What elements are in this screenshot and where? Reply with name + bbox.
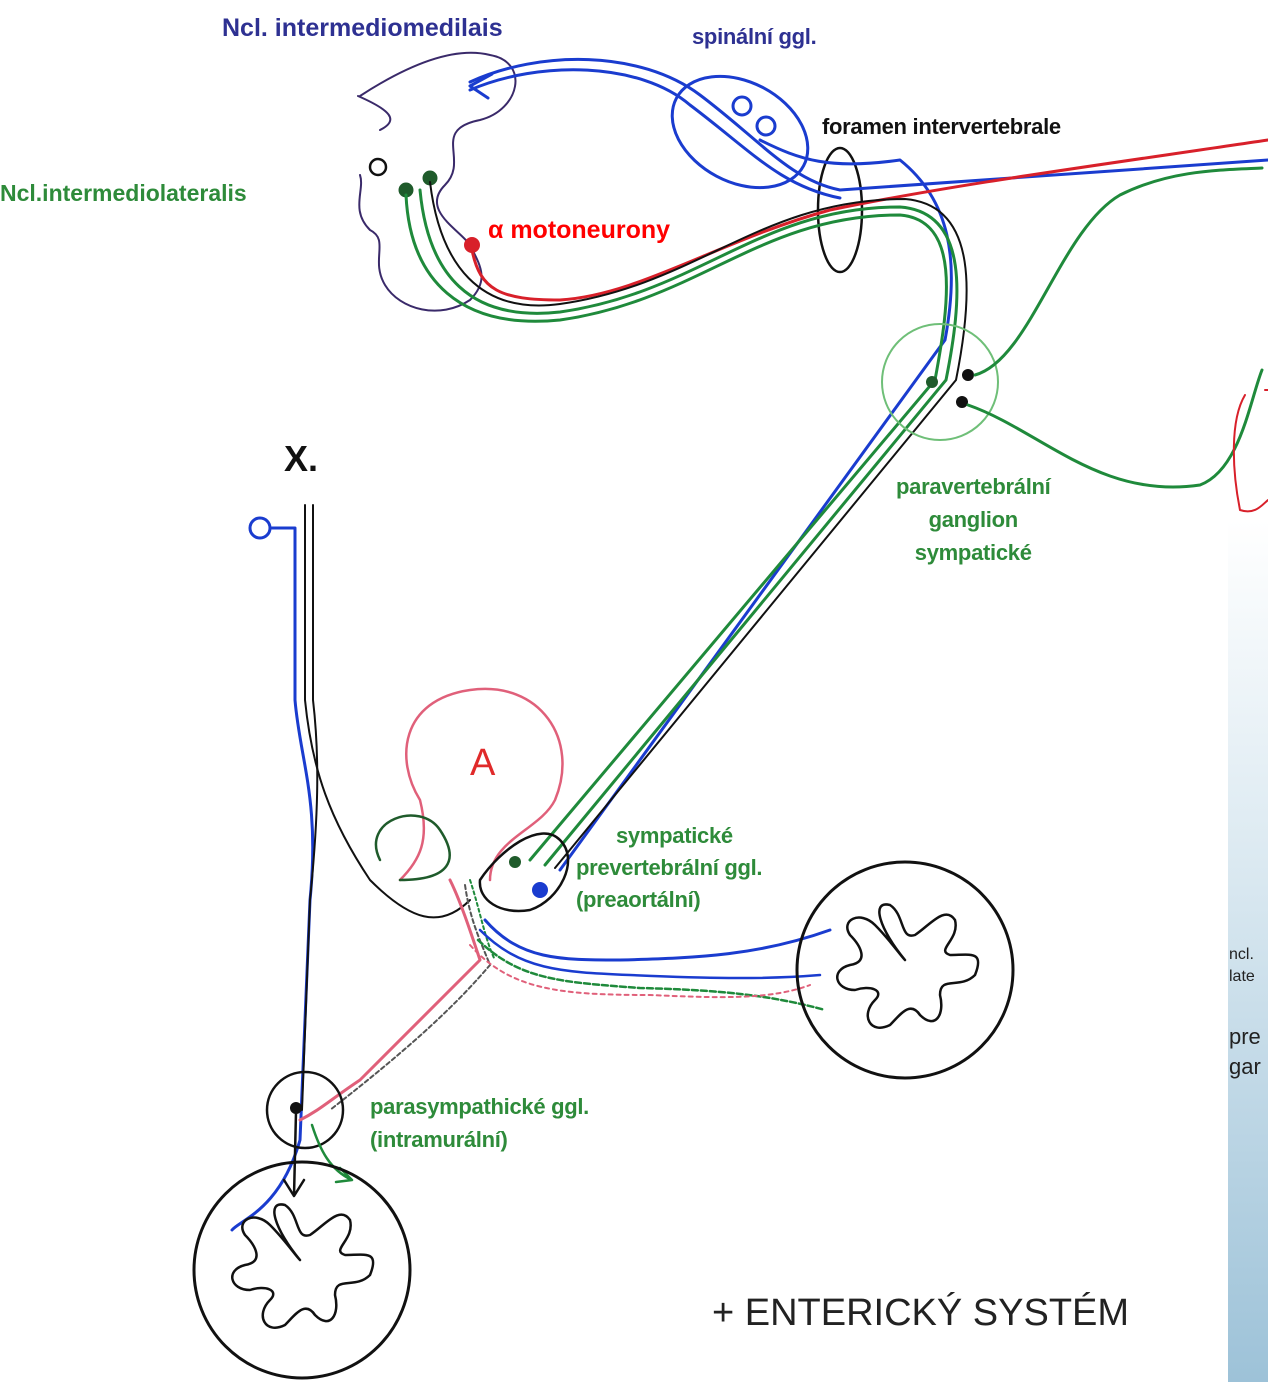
parasympathetic-ganglion [265, 1070, 345, 1150]
intestine-mucosa [836, 903, 980, 1029]
ganglion-neuron [962, 369, 974, 381]
label-line: prevertebrální ggl. [576, 854, 763, 880]
label-enteric-system: + ENTERICKÝ SYSTÉM [712, 1292, 1130, 1334]
label-ncl-intermediomedialis: Ncl. intermediomedilais [222, 14, 503, 42]
label-spinalni-ggl: spinální ggl. [692, 24, 817, 49]
spinal-cord-outline [357, 51, 517, 312]
preganglionic-fiber [418, 188, 959, 867]
intestine-fiber [469, 944, 811, 999]
sensory-fiber [468, 57, 1268, 192]
vagus-fiber [304, 504, 471, 919]
label-ncl-intermediolateralis: Ncl.intermediolateralis [0, 180, 247, 206]
intestine-fiber [478, 928, 822, 980]
sensory-fiber [468, 68, 842, 200]
nerve-plexus [469, 879, 496, 961]
label-line: paravertebrální [896, 474, 1051, 499]
vagal-neuron [248, 516, 272, 540]
vagus-fiber [301, 504, 319, 1111]
ganglion-neuron [290, 1102, 302, 1114]
intestine-cross-section [795, 860, 1015, 1080]
postganglionic-fiber [973, 166, 1264, 377]
ganglion-neuron [509, 856, 521, 868]
intestine-mucosa [231, 1203, 375, 1329]
cord-neuron-outline [368, 157, 388, 177]
label-x-nerve: X. [284, 438, 319, 479]
arrowhead [468, 72, 494, 100]
side-fragment-text: gar [1229, 1054, 1261, 1079]
label-parasympathetic-ganglion: parasympathické ggl. (intramurální) [370, 1090, 589, 1156]
label-line: (intramurální) [370, 1127, 508, 1152]
postganglionic-fiber [282, 1110, 306, 1198]
ganglion-neuron [532, 882, 548, 898]
vagus-fiber [230, 526, 315, 1232]
nerve-plexus [298, 878, 482, 1122]
prevertebral-ganglion [478, 832, 570, 913]
label-prevertebral-ganglion: sympatické prevertebrální ggl. (preaortá… [576, 820, 763, 916]
side-panel-fragment [1228, 520, 1268, 1382]
side-fragment-text: ncl. [1229, 946, 1254, 963]
label-line: sympatické [616, 823, 733, 848]
ganglion-loop [374, 814, 451, 882]
label-line: (preaortální) [576, 886, 701, 912]
postganglionic-fiber [310, 1123, 354, 1184]
label-foramen-intervertebrale: foramen intervertebrale [822, 114, 1061, 139]
label-aorta: A [470, 742, 496, 784]
label-line: sympatické [914, 540, 1032, 565]
ganglion-neuron [926, 376, 938, 388]
label-line: parasympathické ggl. [370, 1094, 589, 1119]
motor-fiber [470, 138, 1268, 302]
nerve-plexus [329, 884, 491, 1111]
postganglionic-fiber [966, 368, 1264, 489]
spinal-ganglion [670, 74, 810, 190]
sensory-neuron-body [755, 115, 777, 137]
aorta [398, 687, 564, 882]
intestine-fiber [476, 938, 827, 1012]
preganglionic-fiber [429, 181, 968, 869]
label-paravertebral-ganglion: paravertebrální ganglion sympatické [896, 470, 1051, 569]
intestine-fiber [483, 918, 832, 962]
side-fragment-text: pre [1229, 1024, 1261, 1049]
side-fragment-text: late [1229, 968, 1255, 985]
ganglion-neuron [956, 396, 968, 408]
label-line: ganglion [928, 507, 1019, 532]
paravertebral-ganglion [881, 323, 999, 441]
preganglionic-fiber [404, 193, 948, 862]
label-alpha-motoneurony: α motoneurony [488, 216, 671, 244]
intestine-cross-section [192, 1160, 412, 1380]
sensory-fiber [558, 138, 953, 872]
sensory-neuron-body [731, 95, 753, 117]
